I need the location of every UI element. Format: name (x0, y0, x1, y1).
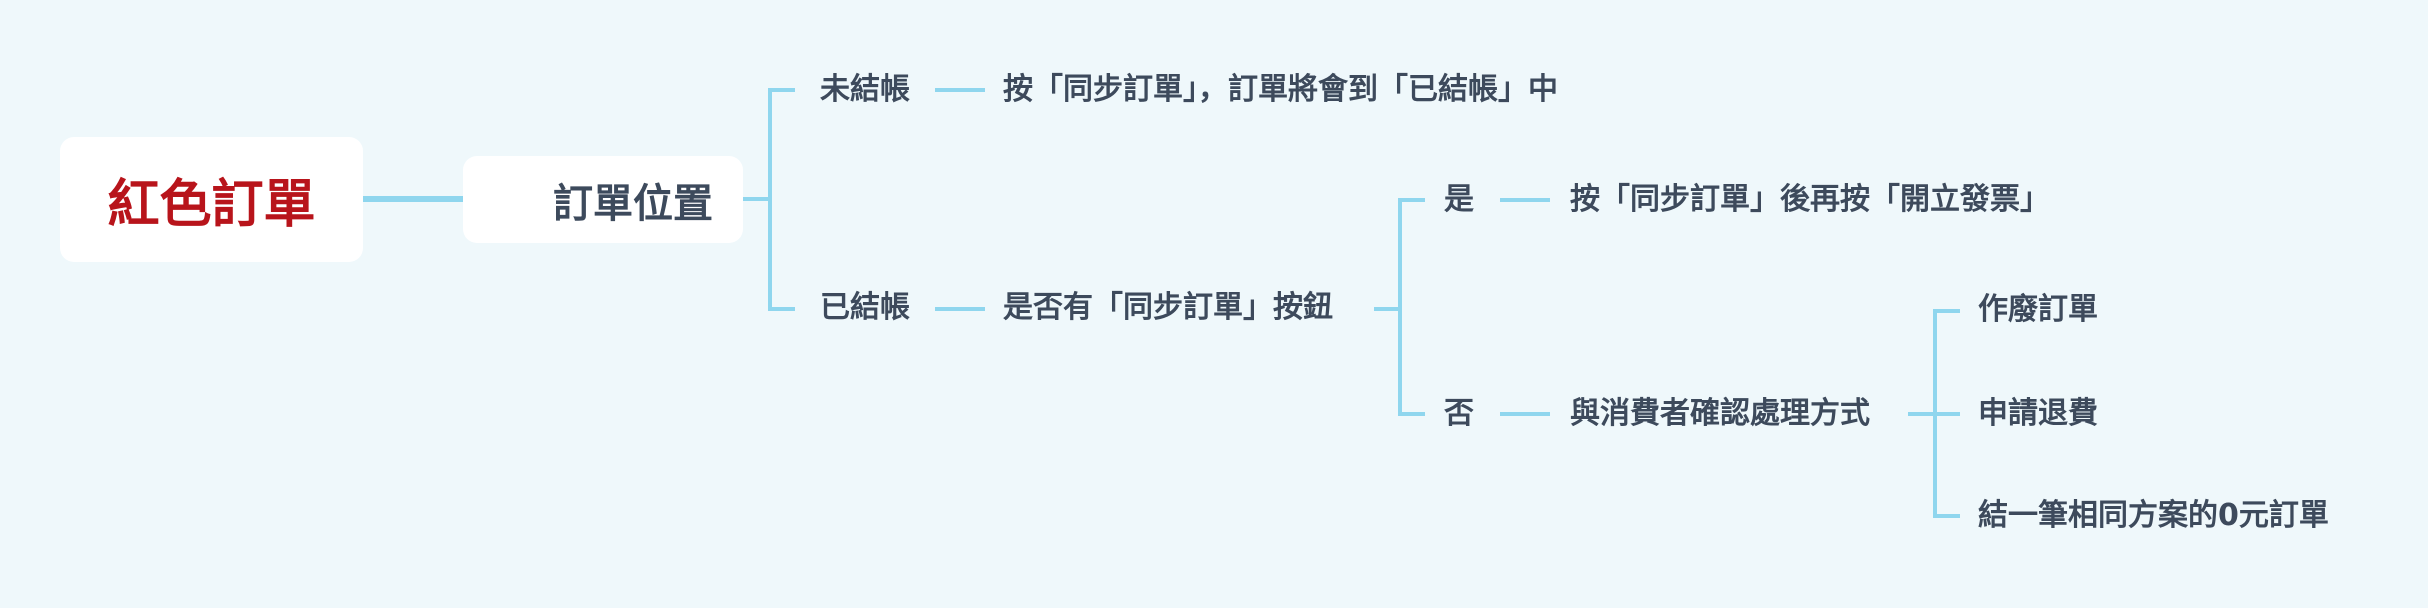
root-label: 紅色訂單 (107, 175, 316, 235)
node-no[interactable]: 否 (1444, 396, 1474, 431)
node-yes-action[interactable]: 按「同步訂單」後再按「開立發票」 (1570, 182, 2050, 217)
node-option-refund[interactable]: 申請退費 (1978, 396, 2098, 431)
connector-location-bracket (768, 88, 795, 311)
root-node[interactable]: 紅色訂單 (60, 137, 363, 262)
node-settled[interactable]: 已結帳 (820, 290, 910, 325)
node-sync-button-question[interactable]: 是否有「同步訂單」按鈕 (1003, 290, 1333, 325)
location-node[interactable]: 訂單位置 (463, 156, 743, 243)
node-unsettled[interactable]: 未結帳 (820, 72, 910, 107)
location-label: 訂單位置 (553, 180, 713, 227)
node-option-void-order[interactable]: 作廢訂單 (1978, 292, 2098, 327)
node-yes[interactable]: 是 (1444, 182, 1474, 217)
node-unsettled-action[interactable]: 按「同步訂單」，訂單將會到「已結帳」中 (1003, 72, 1558, 107)
node-option-zero-order[interactable]: 結一筆相同方案的0元訂單 (1978, 498, 2329, 533)
node-no-action[interactable]: 與消費者確認處理方式 (1570, 396, 1870, 431)
connector-question-bracket (1398, 198, 1425, 416)
